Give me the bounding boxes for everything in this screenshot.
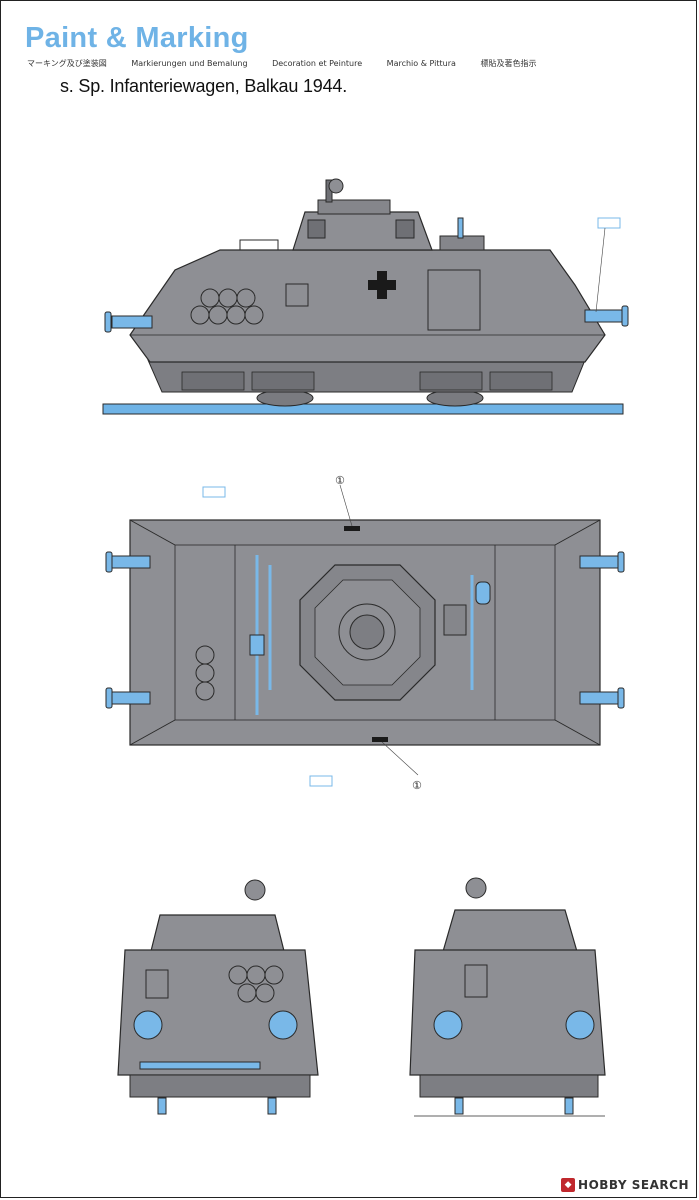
side-door [427, 269, 481, 331]
searchlight-rear-icon [465, 877, 487, 899]
buffer-front [104, 311, 153, 333]
shovel-icon [249, 634, 265, 656]
marking-callout-1-top: ① [335, 474, 345, 487]
lang-german: Markierungen und Bemalung [131, 59, 248, 68]
skirt-panel [181, 371, 245, 391]
side-view [102, 178, 629, 415]
marking-callout-1-bottom: ① [412, 779, 422, 792]
skirt-panel [489, 371, 553, 391]
skirt-panel [419, 371, 483, 391]
deck-outline [174, 544, 556, 721]
page-title: Paint & Marking [25, 22, 249, 54]
cupola-top [317, 199, 391, 215]
antenna-base [457, 217, 464, 239]
buffer-front-left [133, 1010, 163, 1040]
front-view [117, 879, 319, 1115]
spade-icon [475, 581, 491, 605]
spare-rims [190, 288, 264, 325]
vision-port [395, 219, 415, 239]
jack-icon [443, 604, 467, 636]
language-line: マーキング及び塗装図 Markierungen und Bemalung Dec… [27, 58, 558, 69]
top-view [105, 484, 625, 787]
searchlight-icon [328, 178, 344, 194]
buffer-rear-right [565, 1010, 595, 1040]
buffer-rear-left [433, 1010, 463, 1040]
vision-port [307, 219, 326, 239]
lang-japanese: マーキング及び塗装図 [27, 59, 107, 68]
buffers-top [105, 551, 625, 709]
balkenkreuz-icon [368, 271, 396, 299]
marking-decal-bottom [372, 737, 388, 742]
vehicle-name: s. Sp. Infanteriewagen, Balkau 1944. [60, 76, 347, 96]
lang-chinese: 標貼及著色指示 [480, 59, 537, 68]
skirt-panel [251, 371, 315, 391]
rail-fitting [239, 239, 279, 251]
watermark: ◆ HOBBY SEARCH [561, 1178, 689, 1192]
lang-french: Decoration et Peinture [272, 59, 363, 68]
watermark-text: HOBBY SEARCH [578, 1178, 689, 1192]
leader-line [595, 227, 606, 313]
hull-rear [409, 949, 606, 1076]
searchlight-front-icon [244, 879, 266, 901]
hull-body [129, 249, 606, 363]
lang-italian: Marchio & Pittura [386, 59, 456, 68]
rail-track [102, 403, 624, 415]
front-rims [228, 965, 284, 1003]
rear-view [409, 877, 606, 1117]
buffer-front-right [268, 1010, 298, 1040]
buffer-rear [584, 305, 629, 327]
hobbysearch-logo-icon: ◆ [561, 1178, 576, 1192]
marking-decal-top [344, 526, 360, 531]
spare-rims-top [195, 645, 215, 701]
part-callout-box [597, 217, 621, 229]
side-hatch [285, 283, 309, 307]
